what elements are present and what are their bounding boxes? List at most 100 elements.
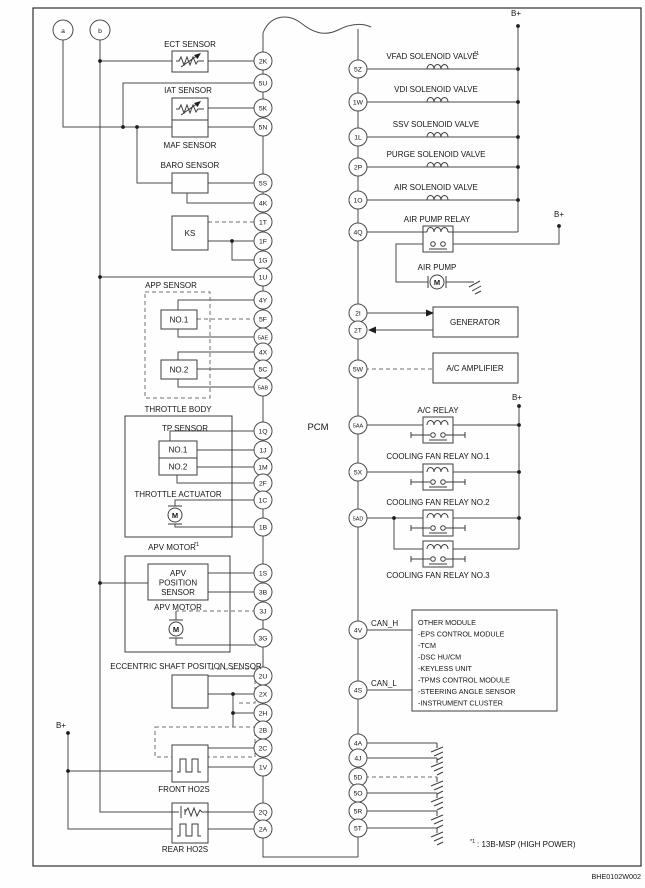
pin-label: 2A bbox=[259, 827, 268, 834]
battery-resistor-icon bbox=[172, 806, 208, 818]
pcm-pin-5C: 5C bbox=[253, 359, 273, 379]
pin-label: 3G bbox=[258, 636, 267, 643]
connector-b: b bbox=[89, 19, 111, 41]
pcm-pin-5D: 5D bbox=[348, 767, 368, 787]
pin-label: 1U bbox=[259, 275, 268, 282]
ground-icon bbox=[430, 828, 444, 846]
throttle-body-label: THROTTLE BODY bbox=[144, 405, 212, 414]
pcm-pin-2Q: 2Q bbox=[253, 802, 273, 822]
fan-relay3-label: COOLING FAN RELAY NO.3 bbox=[386, 571, 490, 580]
coil-icon bbox=[426, 544, 449, 550]
pin-label: 1Q bbox=[258, 429, 267, 436]
other-module-item: -TCM bbox=[418, 641, 436, 650]
motor-icon bbox=[168, 619, 184, 639]
pin-label: 2B bbox=[259, 728, 268, 735]
relay-contact-icon bbox=[410, 432, 466, 441]
pin-label: 5X bbox=[354, 470, 363, 477]
pin-label: 5N bbox=[259, 125, 268, 132]
pin-label: 1B bbox=[259, 525, 268, 532]
connector-b-label: b bbox=[98, 28, 102, 35]
pin-label: 4K bbox=[259, 201, 268, 208]
pcm-pin-1M: 1M bbox=[253, 457, 273, 477]
apv-position-line3: SENSOR bbox=[161, 588, 195, 597]
pcm-pin-1C: 1C bbox=[253, 490, 273, 510]
app-no1-label: NO.1 bbox=[170, 316, 189, 325]
pin-label: 2K bbox=[259, 59, 268, 66]
motor-m-label: M bbox=[434, 278, 440, 287]
fan-relay3-box bbox=[422, 540, 454, 568]
thermistor-icon bbox=[176, 101, 204, 116]
coil-icon bbox=[426, 467, 449, 473]
other-module-item: -EPS CONTROL MODULE bbox=[418, 630, 505, 639]
pin-label: 4Y bbox=[259, 298, 268, 305]
footnote-text: : 13B-MSP (HIGH POWER) bbox=[477, 840, 576, 849]
fan-relay1-box bbox=[422, 463, 454, 491]
pcm-pin-4Q: 4Q bbox=[348, 222, 368, 242]
front-ho2s-shield bbox=[154, 726, 256, 758]
pin-label: 1C bbox=[259, 498, 268, 505]
thermistor-icon bbox=[176, 53, 204, 68]
doc-number: BHE0102W002 bbox=[591, 872, 641, 881]
ac-amplifier-label: A/C AMPLIFIER bbox=[446, 364, 504, 373]
pcm-pin-1J: 1J bbox=[253, 440, 273, 460]
relay-contact-icon bbox=[410, 479, 466, 488]
pin-label: 1L bbox=[354, 135, 362, 142]
motor-icon bbox=[427, 274, 447, 290]
ect-sensor-box bbox=[171, 50, 209, 73]
air-pump-label: AIR PUMP bbox=[418, 263, 457, 272]
pin-label: 5AE bbox=[258, 336, 269, 342]
fan-relay1-label: COOLING FAN RELAY NO.1 bbox=[386, 452, 490, 461]
other-module-item: -TPMS CONTROL MODULE bbox=[418, 676, 510, 685]
coil-icon bbox=[426, 132, 449, 138]
pcm-pin-5T: 5T bbox=[348, 818, 368, 838]
ground-icon bbox=[430, 758, 444, 776]
bplus-top-label: B+ bbox=[511, 9, 521, 18]
app-no2-box bbox=[160, 359, 198, 380]
other-module-title: OTHER MODULE bbox=[418, 618, 476, 627]
apv-position-line1: APV bbox=[170, 569, 187, 578]
pcm-pin-2C: 2C bbox=[253, 738, 273, 758]
pin-label: 1M bbox=[258, 465, 268, 472]
pcm-pin-1B: 1B bbox=[253, 517, 273, 537]
tp-no2-box bbox=[158, 457, 198, 476]
ground-icon bbox=[468, 280, 482, 295]
ect-sensor-label: ECT SENSOR bbox=[164, 40, 216, 49]
tp-sensor-label: TP SENSOR bbox=[162, 424, 208, 433]
pcm-pin-2F: 2F bbox=[253, 473, 273, 493]
pcm-pin-5AD: 5AD bbox=[348, 508, 368, 528]
ssv-solenoid-label: SSV SOLENOID VALVE bbox=[393, 120, 479, 129]
ground-icon bbox=[430, 793, 444, 811]
can-l-label: CAN_L bbox=[371, 679, 397, 688]
ground-icon bbox=[430, 811, 444, 829]
bplus-bottom-left-label: B+ bbox=[56, 721, 66, 730]
coil-icon bbox=[426, 420, 449, 426]
pcm-pin-4X: 4X bbox=[253, 342, 273, 362]
knock-sensor-label: KS bbox=[185, 229, 196, 238]
pin-label: 4A bbox=[354, 741, 363, 748]
wires bbox=[62, 16, 560, 858]
fan-relay2-label: COOLING FAN RELAY NO.2 bbox=[386, 498, 490, 507]
pcm-pin-2A: 2A bbox=[253, 819, 273, 839]
pin-label: 1W bbox=[353, 100, 364, 107]
eccentric-shield bbox=[210, 668, 256, 704]
pin-label: 1V bbox=[259, 765, 268, 772]
iat-sensor-label: IAT SENSOR bbox=[164, 86, 212, 95]
maf-sensor-label: MAF SENSOR bbox=[164, 141, 217, 150]
pcm-pin-5K: 5K bbox=[253, 98, 273, 118]
pcm-pin-5AA: 5AA bbox=[348, 415, 368, 435]
apv-footnote-marker: *1 bbox=[194, 542, 199, 548]
relay-contact-icon bbox=[429, 241, 447, 250]
pin-label: 2C bbox=[259, 746, 268, 753]
air-pump-relay-label: AIR PUMP RELAY bbox=[404, 215, 471, 224]
pin-label: 5D bbox=[354, 775, 363, 782]
pin-label: 5AA bbox=[353, 424, 364, 430]
pin-label: 5R bbox=[354, 809, 363, 816]
relay-contact-icon bbox=[410, 525, 466, 534]
pcm-pin-5O: 5O bbox=[348, 783, 368, 803]
pin-label: 4Q bbox=[353, 230, 362, 237]
baro-sensor-box bbox=[171, 172, 209, 194]
pcm-pin-1W: 1W bbox=[348, 92, 368, 112]
coil-icon bbox=[426, 97, 449, 103]
ground-icon bbox=[430, 777, 444, 795]
app-sensor-label: APP SENSOR bbox=[145, 281, 197, 290]
